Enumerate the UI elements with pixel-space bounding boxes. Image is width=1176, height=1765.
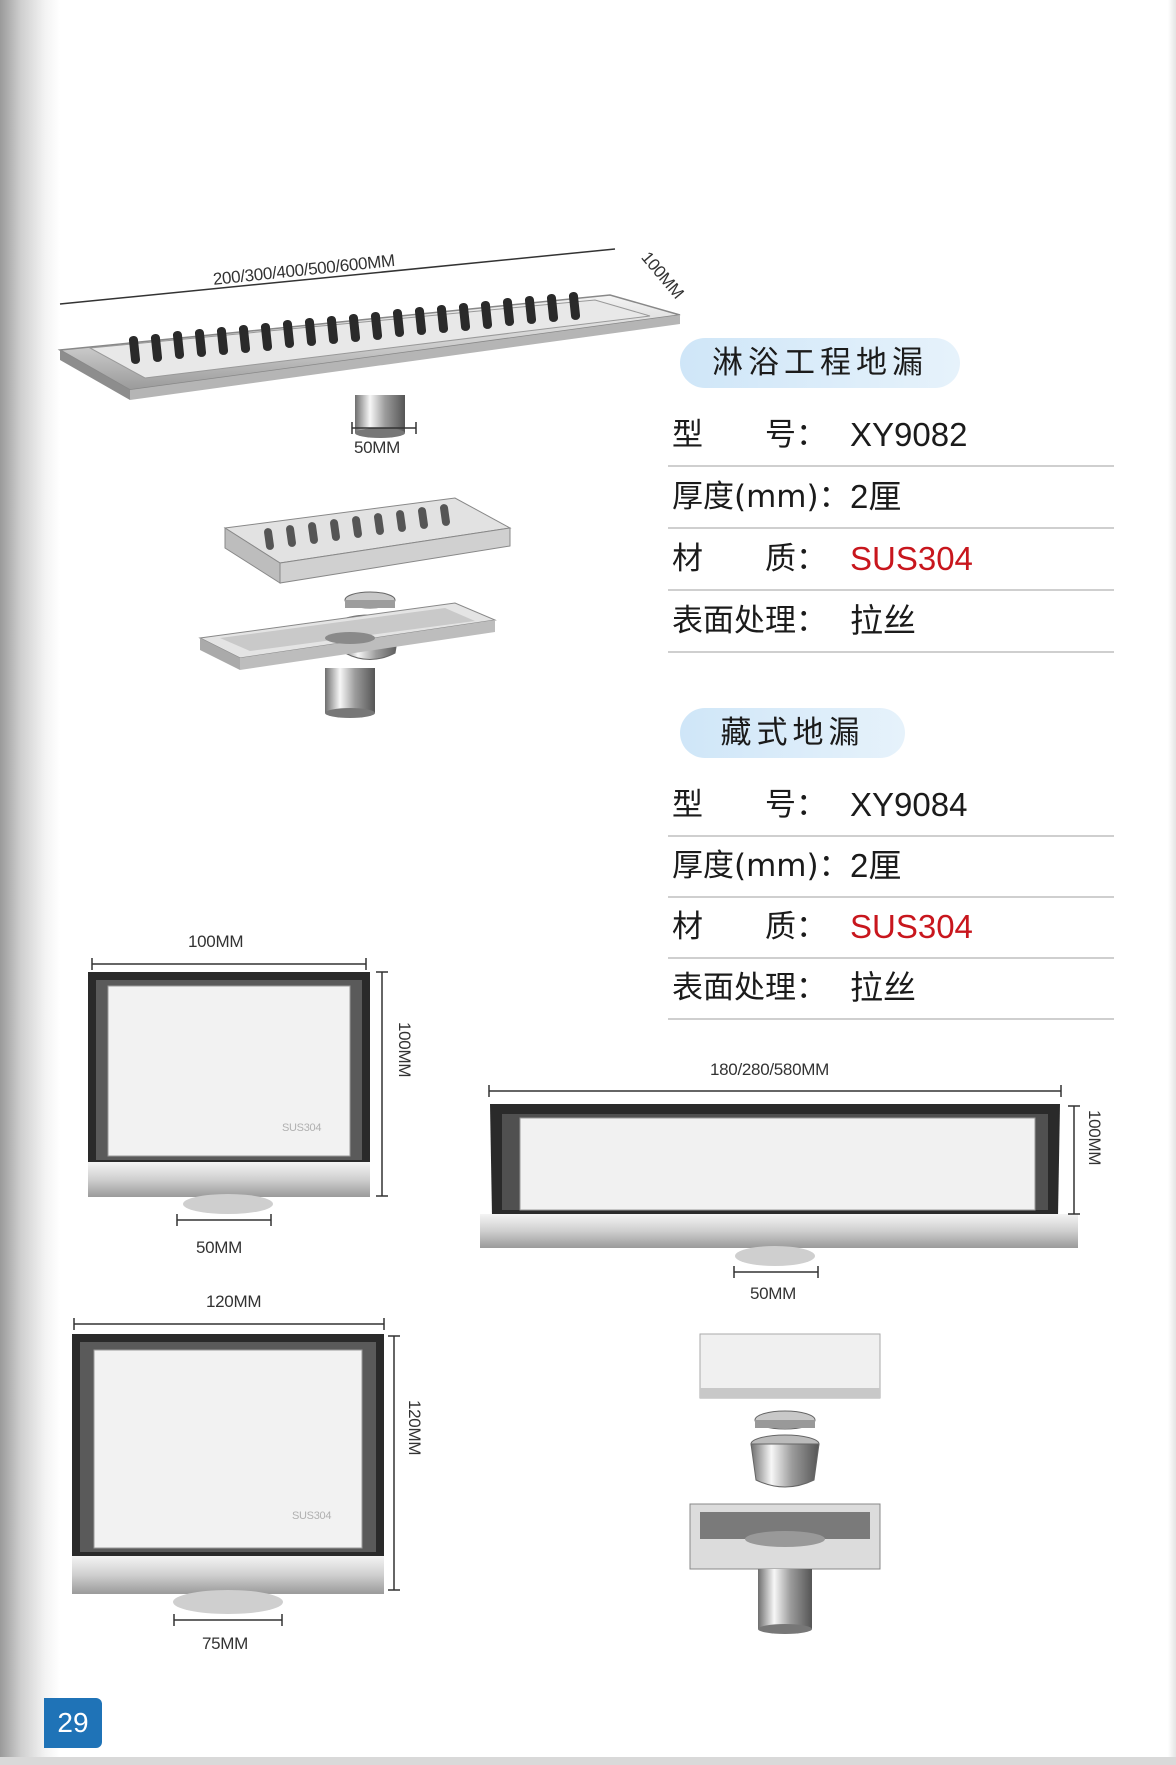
spec-row-material: 材 质： SUS304 [668, 897, 1114, 959]
page-right-edge [1168, 0, 1176, 1765]
spec-label: 材 质： [672, 909, 827, 945]
linear-dim-side: 100MM [1085, 1110, 1104, 1166]
square-small-drain-image [88, 972, 370, 1214]
square-large-dim-side: 120MM [405, 1400, 424, 1456]
spec-label: 厚度(mm)： [672, 479, 850, 515]
linear-dim-outlet: 50MM [750, 1284, 797, 1303]
square-small-dim-top: 100MM [188, 932, 244, 951]
linear-hidden-drain-image [480, 1104, 1078, 1266]
spec-row-finish: 表面处理： 拉丝 [668, 591, 1114, 653]
spec-row-thickness: 厚度(mm)： 2厘 [668, 836, 1114, 898]
spec-value: 拉丝 [850, 602, 916, 639]
spec-label: 厚度(mm)： [672, 848, 850, 884]
spec-value: XY9082 [850, 416, 968, 453]
hidden-product-title: 藏式地漏 [680, 708, 905, 758]
square-small-dim-side: 100MM [395, 1022, 414, 1078]
square-large-dim-top-line [73, 1318, 385, 1330]
linear-drain-exploded-view [198, 497, 512, 718]
spec-label: 表面处理： [672, 970, 827, 1006]
dim-length-line [59, 248, 616, 305]
square-large-dim-top: 120MM [206, 1292, 262, 1311]
linear-dim-side-line [1068, 1105, 1080, 1215]
spec-label: 材 质： [672, 541, 827, 577]
square-large-drain-image [72, 1334, 384, 1614]
square-large-dim-side-line [388, 1335, 400, 1591]
linear-dim-top-line [488, 1085, 1062, 1097]
spec-label: 表面处理： [672, 603, 827, 639]
square-large-dim-outlet: 75MM [202, 1634, 249, 1653]
dim-outlet-line [351, 422, 417, 434]
spec-value: SUS304 [850, 908, 973, 945]
spec-value: 拉丝 [850, 969, 916, 1006]
spec-value: XY9084 [850, 786, 968, 823]
page-binding-shadow [0, 0, 60, 1765]
linear-dim-outlet-line [733, 1266, 819, 1278]
dim-outlet-label: 50MM [354, 438, 401, 457]
spec-value: 2厘 [850, 847, 902, 884]
spec-row-model: 型 号： XY9082 [668, 405, 1114, 467]
hidden-drain-exploded-view [689, 1333, 881, 1634]
spec-label: 型 号： [672, 787, 827, 823]
linear-shower-drain-image [57, 291, 681, 438]
square-large-dim-outlet-line [173, 1614, 283, 1626]
spec-row-material: 材 质： SUS304 [668, 529, 1114, 591]
spec-value: SUS304 [850, 540, 973, 577]
page-bottom-edge [0, 1757, 1176, 1765]
top-product-title: 淋浴工程地漏 [680, 338, 960, 388]
linear-dim-top: 180/280/580MM [710, 1060, 829, 1079]
spec-row-model: 型 号： XY9084 [668, 775, 1114, 837]
square-small-dim-side-line [376, 971, 388, 1197]
square-small-dim-outlet: 50MM [196, 1238, 243, 1257]
square-small-dim-outlet-line [176, 1214, 272, 1226]
spec-row-finish: 表面处理： 拉丝 [668, 958, 1114, 1020]
spec-row-thickness: 厚度(mm)： 2厘 [668, 467, 1114, 529]
spec-value: 2厘 [850, 478, 902, 515]
page-number: 29 [44, 1698, 102, 1748]
square-small-dim-top-line [91, 958, 367, 970]
square-large-engraving: SUS304 [292, 1510, 332, 1522]
spec-label: 型 号： [672, 417, 827, 453]
square-small-engraving: SUS304 [282, 1122, 322, 1134]
